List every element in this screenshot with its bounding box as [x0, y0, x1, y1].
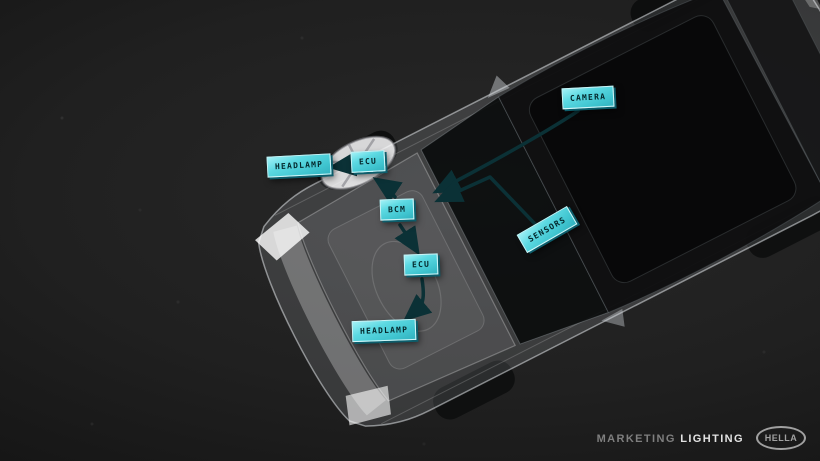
- footer-caption-secondary: LIGHTING: [680, 433, 744, 445]
- arrow-sensors-to-bcm: [434, 175, 539, 228]
- hella-logo-text: HELLA: [764, 433, 798, 443]
- node-ecu-upper-label: ECU: [358, 156, 378, 167]
- sunroof: [528, 15, 797, 284]
- node-ecu-lower: ECU: [403, 253, 439, 276]
- node-camera-label: CAMERA: [569, 92, 607, 103]
- node-headlamp-upper: HEADLAMP: [266, 153, 332, 178]
- node-camera: CAMERA: [561, 85, 615, 110]
- arrow-bcm-to-ecu-lower: [394, 223, 420, 256]
- node-ecu-upper: ECU: [350, 150, 386, 173]
- node-ecu-lower-label: ECU: [411, 259, 431, 270]
- arrow-ecu-to-headlamp-upper: [327, 152, 358, 177]
- arrow-bcm-to-ecu-upper: [372, 177, 403, 203]
- node-headlamp-lower: HEADLAMP: [351, 318, 417, 343]
- node-headlamp-lower-label: HEADLAMP: [359, 325, 409, 336]
- headlamp-lower-shape: [345, 385, 391, 426]
- mirror-upper: [487, 75, 510, 98]
- hella-logo: HELLA: [756, 426, 806, 450]
- node-bcm: BCM: [379, 198, 415, 221]
- rear-window: [721, 0, 820, 196]
- footer-caption: MARKETING LIGHTING: [597, 429, 744, 447]
- mirror-lower: [601, 308, 625, 327]
- headlamp-upper-shape: [255, 212, 310, 261]
- wheel-front-lower: [433, 360, 515, 420]
- engine-bay: [327, 190, 485, 370]
- node-bcm-label: BCM: [387, 204, 407, 215]
- node-headlamp-upper-label: HEADLAMP: [274, 159, 324, 172]
- arrow-ecu-to-headlamp-lower: [402, 277, 433, 322]
- tail-light-upper: [788, 0, 820, 10]
- footer-branding: MARKETING LIGHTING HELLA: [597, 426, 806, 450]
- connector-arrows: [327, 109, 580, 322]
- front-bumper: [273, 225, 386, 416]
- footer-caption-primary: MARKETING: [596, 433, 676, 445]
- car-illustration: [255, 0, 820, 427]
